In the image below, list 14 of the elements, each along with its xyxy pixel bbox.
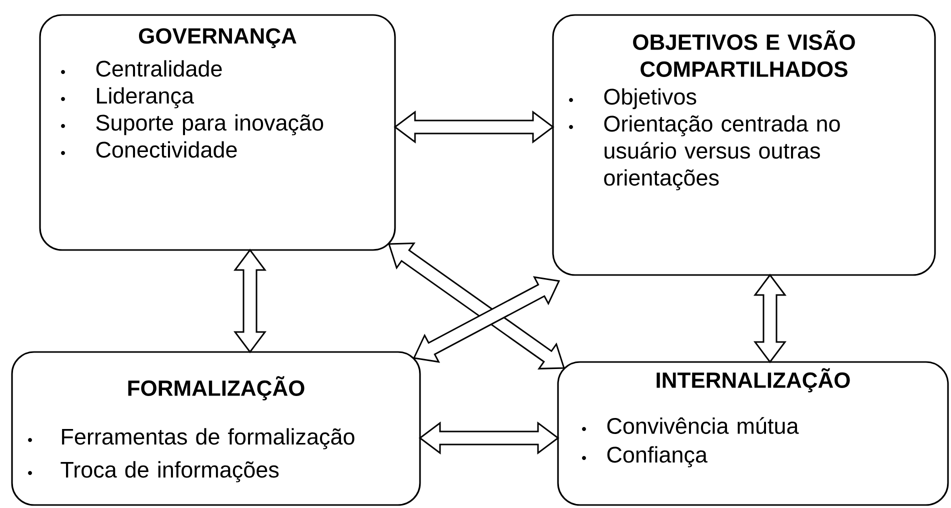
bullet-text: Confiança — [607, 446, 708, 468]
box-heading: INTERNALIZAÇÃO — [656, 368, 850, 392]
bullet-text: Liderança — [97, 87, 194, 108]
bullet-text: Orientação centrada no usuário versus outras orientações — [604, 115, 840, 190]
box-heading: FORMALIZAÇÃO — [128, 376, 304, 400]
bullet-text: Centralidade — [96, 60, 222, 77]
bullet-text: Troca de informações — [60, 461, 279, 482]
bullet-text: Objetivos — [604, 88, 696, 110]
box-heading: OBJETIVOS E VISÃO COMPARTILHADOS — [633, 30, 855, 77]
bullet-text: Conectividade — [96, 141, 237, 158]
bullet-text: Suporte para inovação — [96, 114, 324, 136]
bullet-text: Ferramentas de formalização — [62, 428, 354, 450]
bullet-text: Convivência mútua — [607, 417, 799, 434]
box-heading: GOVERNANÇA — [138, 28, 296, 48]
